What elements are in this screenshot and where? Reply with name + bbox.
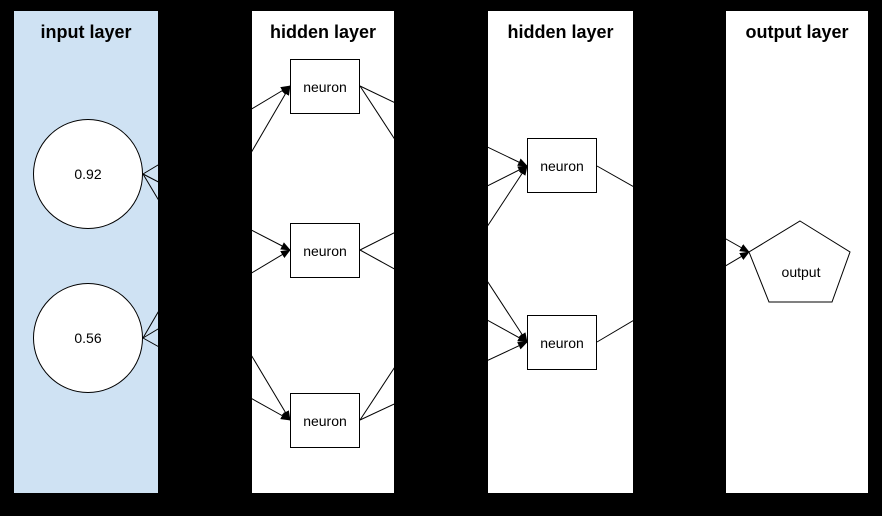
input-layer-title: input layer bbox=[40, 22, 132, 42]
hidden1-neuron-3-label: neuron bbox=[303, 412, 347, 429]
hidden1-neuron-1: neuron bbox=[290, 59, 360, 114]
hidden1-neuron-3: neuron bbox=[290, 393, 360, 448]
panel-output-layer: output layer bbox=[725, 10, 869, 494]
input-node-1: 0.92 bbox=[33, 119, 143, 229]
output-layer-title: output layer bbox=[745, 22, 849, 42]
hidden2-neuron-1: neuron bbox=[527, 138, 597, 193]
hidden1-neuron-2: neuron bbox=[290, 223, 360, 278]
input-node-2: 0.56 bbox=[33, 283, 143, 393]
panel-input-layer: input layer bbox=[13, 10, 159, 494]
input-node-1-value: 0.92 bbox=[74, 166, 102, 182]
output-node-label: output bbox=[781, 264, 821, 280]
hidden2-neuron-1-label: neuron bbox=[540, 157, 584, 174]
hidden-layer-1-title: hidden layer bbox=[269, 22, 377, 42]
hidden-layer-2-title: hidden layer bbox=[507, 22, 614, 42]
hidden1-neuron-2-label: neuron bbox=[303, 242, 347, 259]
hidden2-neuron-2: neuron bbox=[527, 315, 597, 370]
panel-hidden-layer-2: hidden layer bbox=[487, 10, 634, 494]
hidden2-neuron-2-label: neuron bbox=[540, 334, 584, 351]
input-node-2-value: 0.56 bbox=[74, 330, 102, 346]
hidden1-neuron-1-label: neuron bbox=[303, 78, 347, 95]
